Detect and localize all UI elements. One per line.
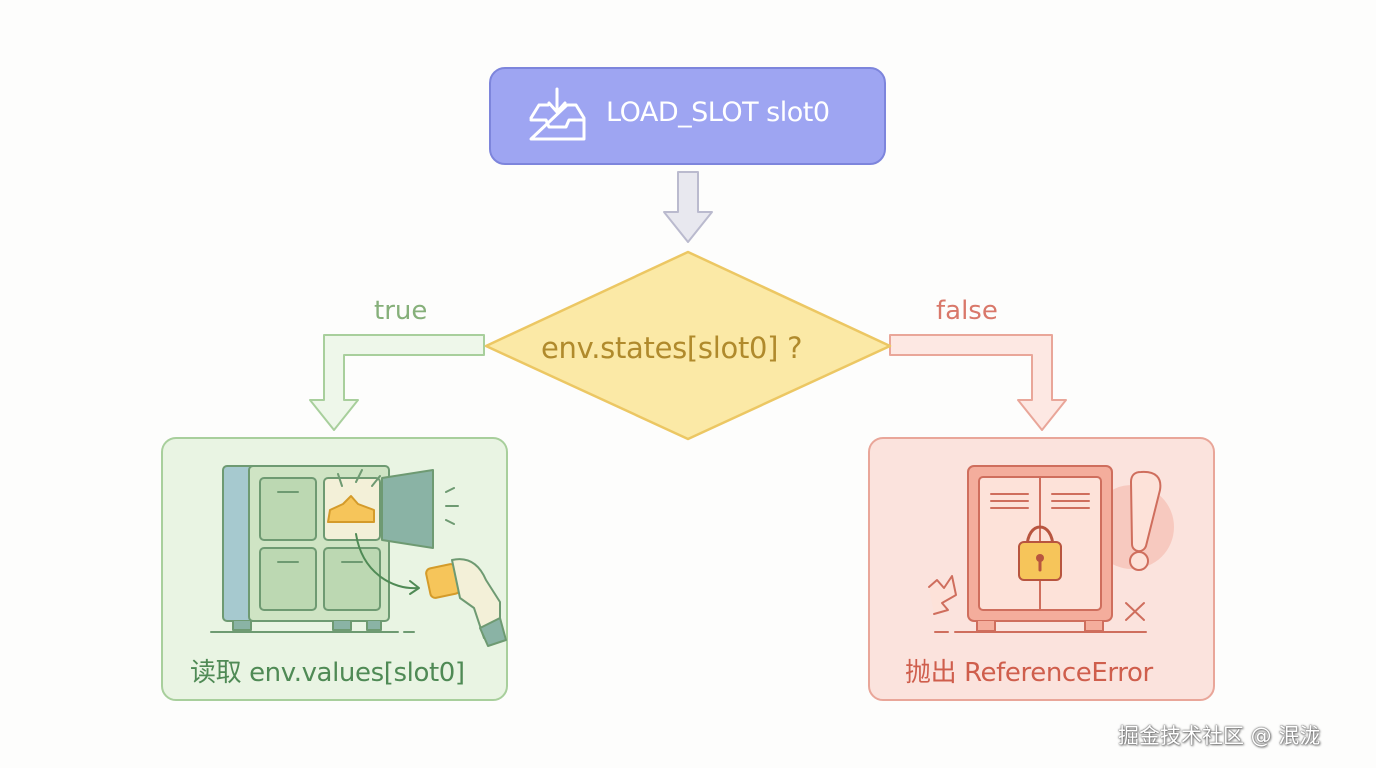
start-node xyxy=(489,67,886,165)
true-branch-arrow xyxy=(309,334,485,431)
locked-cabinet-icon xyxy=(928,465,1174,633)
decision-label: env.states[slot0] ? xyxy=(541,331,803,365)
down-arrow xyxy=(663,171,713,243)
false-branch-arrow xyxy=(889,334,1067,431)
read-value-label: 读取 env.values[slot0] xyxy=(190,658,465,688)
read-value-node xyxy=(161,437,508,701)
start-node-label: LOAD_SLOT slot0 xyxy=(606,97,830,128)
false-branch-label: false xyxy=(936,296,998,326)
true-branch-label: true xyxy=(374,296,428,326)
locker-open-icon xyxy=(210,465,507,647)
watermark: 掘金技术社区 @ 泯泷 xyxy=(1118,724,1321,748)
reference-error-label: 抛出 ReferenceError xyxy=(905,658,1153,688)
reference-error-node xyxy=(868,437,1215,701)
decision-diamond xyxy=(484,250,892,441)
inbox-download-icon xyxy=(529,87,586,141)
